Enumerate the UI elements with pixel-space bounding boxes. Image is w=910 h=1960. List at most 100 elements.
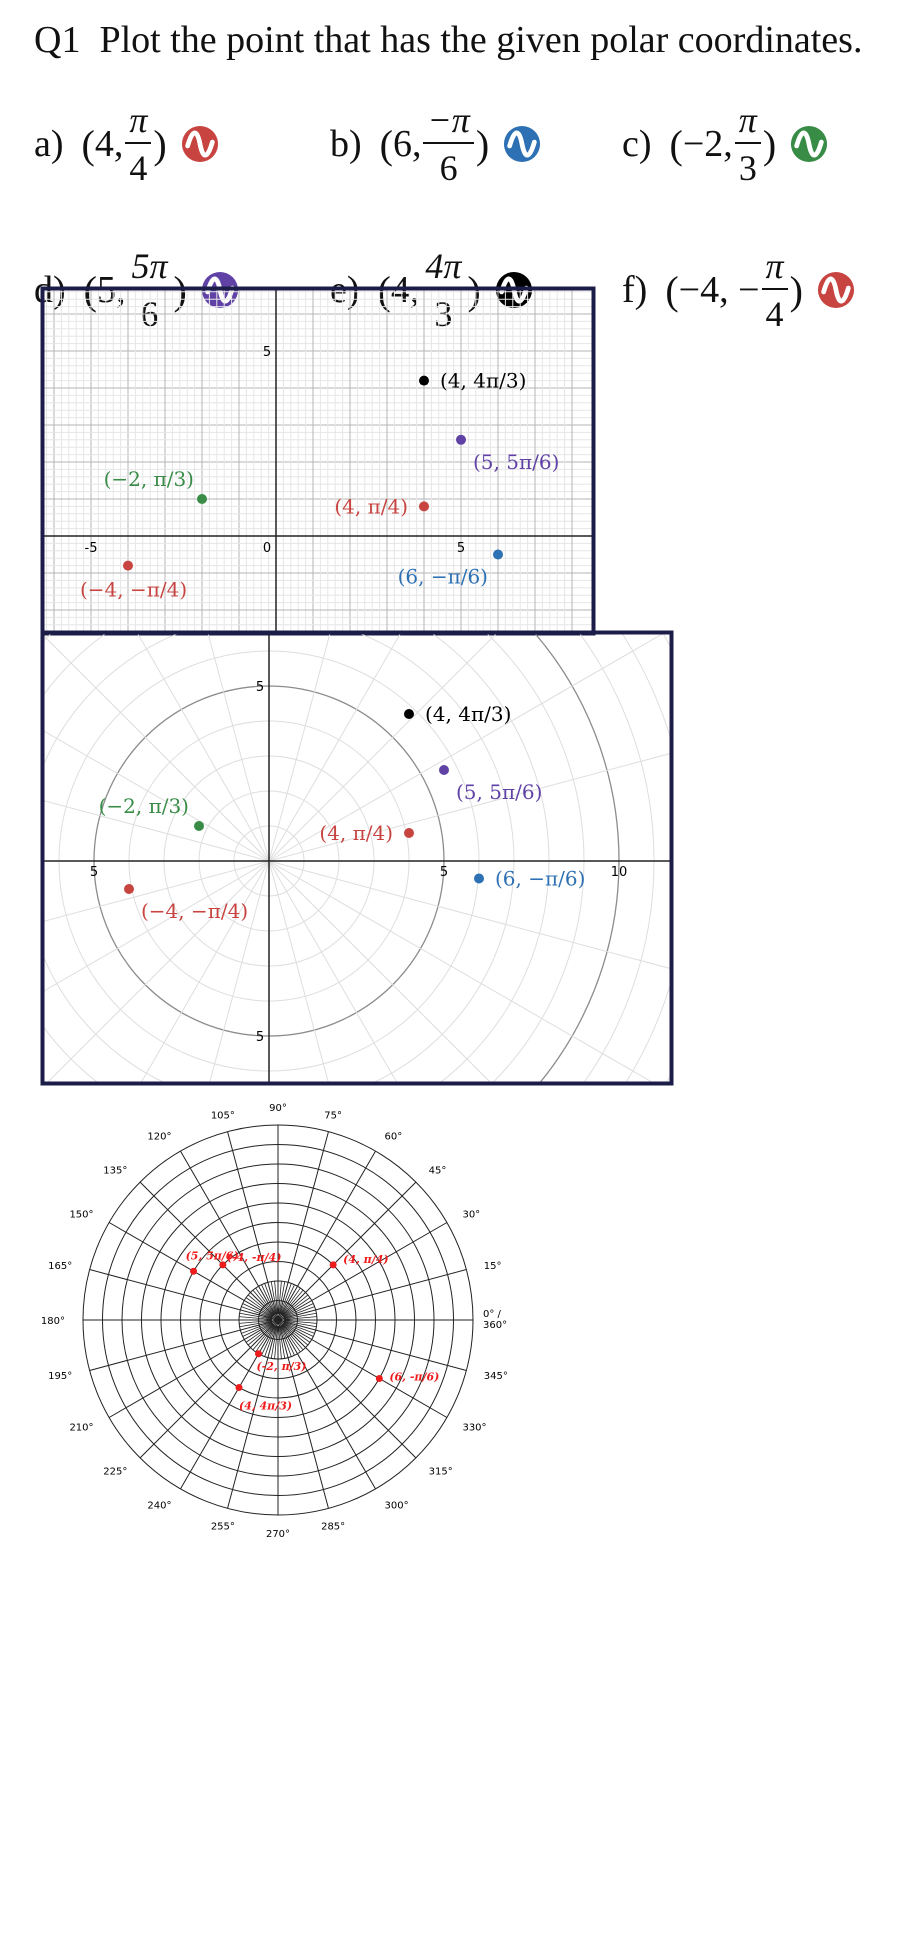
desmos-graph-icon[interactable] (790, 125, 828, 163)
angle-label: 195° (48, 1371, 72, 1382)
polar-paper-spoke (89, 1269, 279, 1321)
problem-label: a) (34, 123, 64, 165)
polar-paper-ring (160, 1202, 396, 1438)
problem-r: 4, (94, 123, 124, 165)
polar-paper-ring (258, 1300, 298, 1340)
handwritten-point[interactable] (190, 1267, 198, 1275)
plotted-point[interactable] (474, 873, 484, 884)
handwritten-point[interactable] (235, 1384, 243, 1392)
polar-paper-ring (180, 1222, 376, 1418)
theta-numerator: π (734, 102, 761, 144)
angle-label: 150° (69, 1210, 93, 1221)
point-label: (−2, π/3) (104, 467, 194, 491)
point-label: (5, 5π/6) (473, 450, 559, 474)
angle-label: 75° (324, 1110, 342, 1121)
desmos-graph-icon[interactable] (201, 271, 239, 309)
angle-label: 315° (429, 1467, 453, 1478)
x-tick-label: -5 (85, 541, 98, 556)
handwritten-label: (-2, π/3) (257, 1360, 307, 1373)
point-label: (−4, −π/4) (141, 899, 248, 923)
desmos-graph-icon[interactable] (495, 271, 533, 309)
theta-denominator: 6 (140, 294, 159, 334)
angle-label: 135° (103, 1165, 127, 1176)
handwritten-label: (6, -π/6) (389, 1371, 439, 1384)
polar-paper-spoke (139, 1181, 279, 1321)
polar-paper-ring (219, 1261, 337, 1379)
handwritten-label: (5, 5π/6) (186, 1249, 239, 1262)
polar-paper-spoke (277, 1319, 417, 1459)
theta-denominator: 6 (439, 148, 458, 188)
plotted-point[interactable] (197, 494, 207, 504)
question-title: Q1 Plot the point that has the given pol… (34, 18, 862, 62)
plotted-point[interactable] (404, 828, 414, 838)
problem-r: 5, (96, 269, 126, 311)
point-label: (6, −π/6) (398, 565, 488, 589)
plotted-point[interactable] (404, 709, 414, 719)
angle-label: 15° (484, 1261, 502, 1272)
handwritten-point[interactable] (329, 1261, 337, 1269)
polar-paper: 0° /360°15°30°45°60°75°90°105°120°135°15… (41, 1103, 508, 1540)
plotted-point[interactable] (419, 501, 429, 512)
polar-paper-spoke (277, 1319, 467, 1371)
plotted-point[interactable] (194, 821, 204, 831)
point-label: (4, π/4) (334, 494, 408, 518)
theta-denominator: 3 (738, 148, 757, 188)
plotted-point[interactable] (123, 560, 133, 571)
plotted-point[interactable] (439, 765, 449, 775)
angle-label: 45° (429, 1165, 447, 1176)
polar-paper-spoke (277, 1319, 329, 1509)
angle-label: 105° (211, 1110, 235, 1121)
desmos-graph-icon[interactable] (181, 125, 219, 163)
problem-label: c) (622, 123, 652, 165)
theta-numerator: −π (423, 102, 474, 144)
theta-numerator: π (125, 102, 152, 144)
plotted-point[interactable] (124, 884, 134, 894)
x-tick-label: 5 (457, 541, 465, 556)
plotted-point[interactable] (493, 549, 503, 560)
y-tick-label: 5 (263, 345, 271, 360)
polar-paper-ring (141, 1183, 415, 1457)
polar-paper-spoke (227, 1131, 279, 1321)
angle-label: 285° (321, 1522, 345, 1533)
point-label: (4, π/4) (319, 821, 393, 845)
polar-paper-spoke (108, 1319, 279, 1418)
handwritten-point[interactable] (255, 1350, 262, 1358)
problem-label: d) (34, 269, 66, 311)
theta-numerator: 4π (421, 248, 466, 290)
handwritten-label: (-4, -π/4) (227, 1251, 282, 1264)
polar-paper-ring (121, 1163, 435, 1477)
angle-label: 0° /360° (483, 1309, 507, 1331)
x-tick-label: 0 (263, 541, 271, 556)
handwritten-point[interactable] (375, 1375, 383, 1382)
polar-paper-spoke (227, 1319, 279, 1509)
angle-label: 240° (147, 1500, 171, 1511)
problem-r: −2, (682, 123, 733, 165)
polar-paper-spoke (180, 1319, 279, 1490)
desmos-graph-icon[interactable] (503, 125, 541, 163)
angle-label: 330° (462, 1423, 486, 1434)
plotted-point[interactable] (456, 434, 466, 445)
desmos-graph-icon[interactable] (817, 271, 855, 309)
problem-r: 4, (390, 269, 420, 311)
plotted-point[interactable] (419, 375, 429, 386)
handwritten-point[interactable] (219, 1261, 227, 1269)
polar-paper-spoke (139, 1319, 279, 1459)
theta-numerator: π (761, 248, 788, 290)
polar-paper-spoke (277, 1269, 467, 1321)
polar-paper-ring (238, 1280, 318, 1360)
polar-paper-spoke (108, 1222, 279, 1321)
angle-label: 165° (48, 1261, 72, 1272)
angle-label: 225° (103, 1467, 127, 1478)
theta-denominator: 4 (765, 294, 784, 334)
angle-label: 120° (147, 1132, 171, 1143)
angle-label: 30° (462, 1210, 480, 1221)
angle-label: 255° (211, 1522, 235, 1533)
